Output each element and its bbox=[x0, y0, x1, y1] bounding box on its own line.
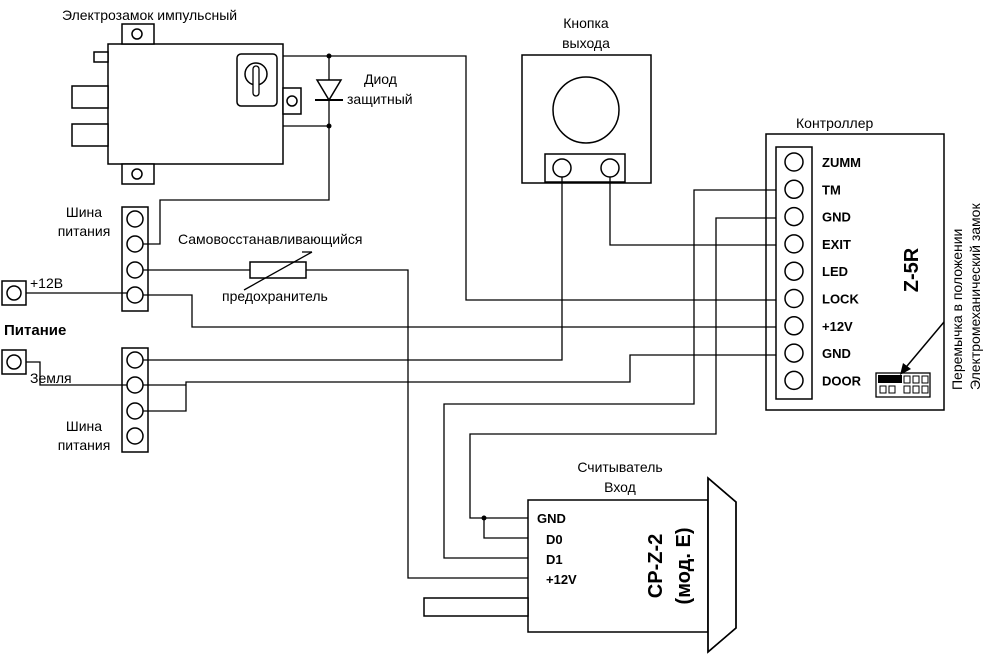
reader-model-2: (мод. Е) bbox=[673, 528, 695, 605]
lock-title: Электрозамок импульсный bbox=[62, 7, 237, 23]
controller-terminal bbox=[784, 206, 804, 227]
controller-terminal bbox=[784, 370, 804, 391]
jumper-label-1: Перемычка в положении bbox=[949, 229, 965, 390]
controller-terminal-label: ZUMM bbox=[822, 155, 861, 170]
controller-terminal bbox=[784, 288, 804, 309]
controller-terminal bbox=[784, 343, 804, 363]
controller-terminal bbox=[784, 179, 804, 200]
controller-terminal-label: +12V bbox=[822, 319, 853, 334]
controller-model: Z-5R bbox=[901, 247, 923, 292]
controller-terminal-label: TM bbox=[822, 182, 841, 197]
diode-label-1: Диод bbox=[364, 71, 397, 87]
controller-terminal bbox=[784, 152, 804, 172]
resettable-fuse: Самовосстанавливающийся предохранитель bbox=[178, 231, 363, 304]
exit-button: Кнопка выхода bbox=[521, 15, 652, 184]
power-supply: +12В Питание Земля bbox=[1, 275, 72, 386]
power-bus-top: Шина питания bbox=[58, 204, 149, 312]
power-title: Питание bbox=[4, 322, 66, 339]
controller-terminal bbox=[784, 261, 804, 281]
controller-title: Контроллер bbox=[796, 115, 873, 131]
power-plus-label: +12В bbox=[30, 275, 63, 291]
power-bus-bottom: Шина питания bbox=[58, 347, 149, 453]
controller-terminal bbox=[784, 234, 804, 254]
fuse-label-2: предохранитель bbox=[222, 288, 328, 304]
jumper-label-2: Электромеханический замок bbox=[967, 203, 983, 390]
bus-bottom-label-1: Шина bbox=[66, 418, 102, 434]
controller-terminal-label: GND bbox=[822, 346, 851, 361]
controller-terminal bbox=[784, 316, 804, 336]
reader-title-2: Вход bbox=[604, 479, 636, 495]
reader-terminal-label: D1 bbox=[546, 552, 563, 567]
controller-terminal-label: GND bbox=[822, 210, 851, 225]
bus-top-label-2: питания bbox=[58, 223, 111, 239]
controller: Контроллер ZUMM TM GND EXIT LED LOCK +12V GND DO… bbox=[765, 115, 983, 411]
jumper-block bbox=[875, 321, 945, 398]
reader-terminal-label: +12V bbox=[546, 572, 577, 587]
power-ground-label: Земля bbox=[30, 370, 72, 386]
fuse-label-1: Самовосстанавливающийся bbox=[178, 231, 363, 247]
electric-lock: Электрозамок импульсный bbox=[62, 7, 302, 185]
diode-label-2: защитный bbox=[347, 91, 413, 107]
reader-model-1: CP-Z-2 bbox=[645, 534, 667, 598]
reader-terminal-label: GND bbox=[537, 511, 566, 526]
reader-title-1: Считыватель bbox=[577, 459, 662, 475]
exit-button-label-1: Кнопка bbox=[563, 15, 609, 31]
reader-terminal-label: D0 bbox=[546, 532, 563, 547]
controller-terminal-label: DOOR bbox=[822, 373, 862, 388]
controller-terminal-label: LED bbox=[822, 264, 848, 279]
exit-button-label-2: выхода bbox=[562, 35, 610, 51]
controller-terminal-label: EXIT bbox=[822, 237, 851, 252]
bus-top-label-1: Шина bbox=[66, 204, 102, 220]
bus-bottom-label-2: питания bbox=[58, 437, 111, 453]
controller-terminal-label: LOCK bbox=[822, 292, 859, 307]
protective-diode: Диод защитный bbox=[315, 53, 413, 129]
wires bbox=[26, 55, 776, 579]
